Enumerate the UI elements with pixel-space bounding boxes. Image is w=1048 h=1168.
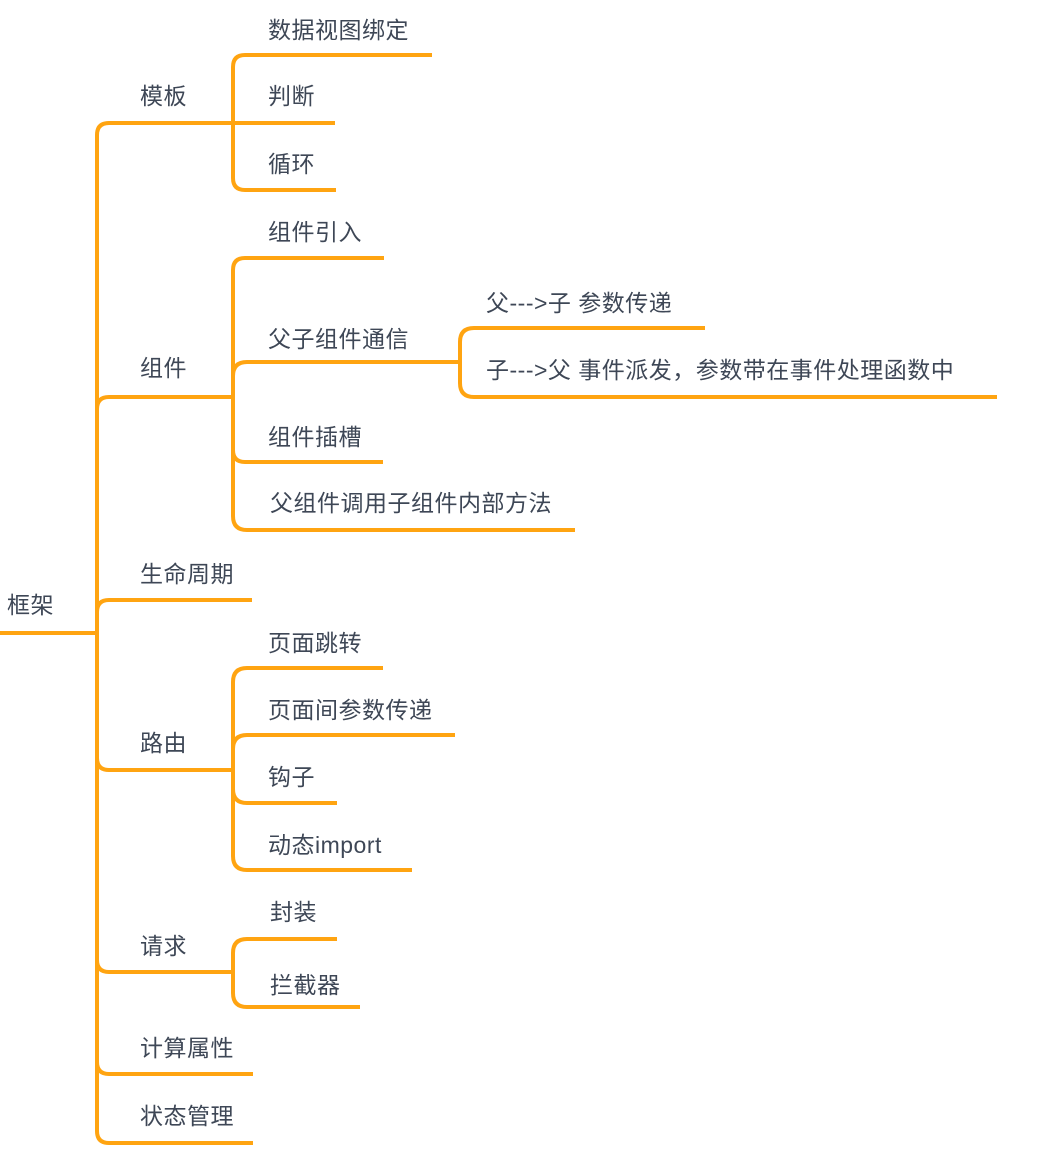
node-hooks[interactable]: 钩子 xyxy=(268,764,315,790)
edge-router-to-page-params xyxy=(231,733,455,770)
node-component[interactable]: 组件 xyxy=(140,355,187,381)
root-node[interactable]: 框架 xyxy=(7,592,54,618)
node-parent-child-communication[interactable]: 父子组件通信 xyxy=(268,326,409,352)
node-parent-call-child-method[interactable]: 父组件调用子组件内部方法 xyxy=(270,490,552,516)
edge-component-to-call-method xyxy=(231,397,575,532)
node-component-import[interactable]: 组件引入 xyxy=(268,219,362,245)
edge-request-to-encapsulation xyxy=(231,937,337,972)
node-parent-to-child-params[interactable]: 父--->子 参数传递 xyxy=(486,290,673,316)
node-dynamic-import[interactable]: 动态import xyxy=(268,832,382,858)
node-interceptor[interactable]: 拦截器 xyxy=(270,972,341,998)
node-page-navigation[interactable]: 页面跳转 xyxy=(268,630,362,656)
edge-root-to-request xyxy=(95,633,233,974)
node-encapsulation[interactable]: 封装 xyxy=(270,899,317,925)
edge-root-to-state xyxy=(95,633,253,1145)
node-template[interactable]: 模板 xyxy=(140,83,187,109)
node-loop[interactable]: 循环 xyxy=(268,151,315,177)
node-page-params[interactable]: 页面间参数传递 xyxy=(268,697,433,723)
node-router[interactable]: 路由 xyxy=(140,730,187,756)
node-data-view-binding[interactable]: 数据视图绑定 xyxy=(268,17,409,43)
edge-router-to-page-navigation xyxy=(231,666,383,770)
connector-group xyxy=(0,53,997,1145)
edge-root-to-template xyxy=(95,121,233,633)
edge-root-to-computed xyxy=(95,633,253,1076)
edge-root-to-lifecycle xyxy=(95,598,252,633)
edge-communication-to-parent-to-child xyxy=(458,326,705,362)
edge-router-to-dynamic-import xyxy=(231,770,412,872)
node-request[interactable]: 请求 xyxy=(140,933,187,959)
node-computed[interactable]: 计算属性 xyxy=(140,1035,234,1061)
edge-communication-to-child-to-parent xyxy=(458,362,997,399)
edge-request-to-interceptor xyxy=(231,972,360,1009)
edge-root-to-component xyxy=(95,395,233,633)
node-lifecycle[interactable]: 生命周期 xyxy=(140,561,234,587)
edge-component-to-import xyxy=(231,256,384,397)
node-conditional[interactable]: 判断 xyxy=(268,83,315,109)
node-component-slot[interactable]: 组件插槽 xyxy=(268,424,362,450)
node-state-management[interactable]: 状态管理 xyxy=(140,1103,234,1129)
node-child-to-parent-events[interactable]: 子--->父 事件派发，参数带在事件处理函数中 xyxy=(486,357,955,383)
edge-template-to-data-view-binding xyxy=(231,53,432,123)
edge-component-to-communication xyxy=(231,360,460,397)
edge-template-to-loop xyxy=(231,123,336,192)
